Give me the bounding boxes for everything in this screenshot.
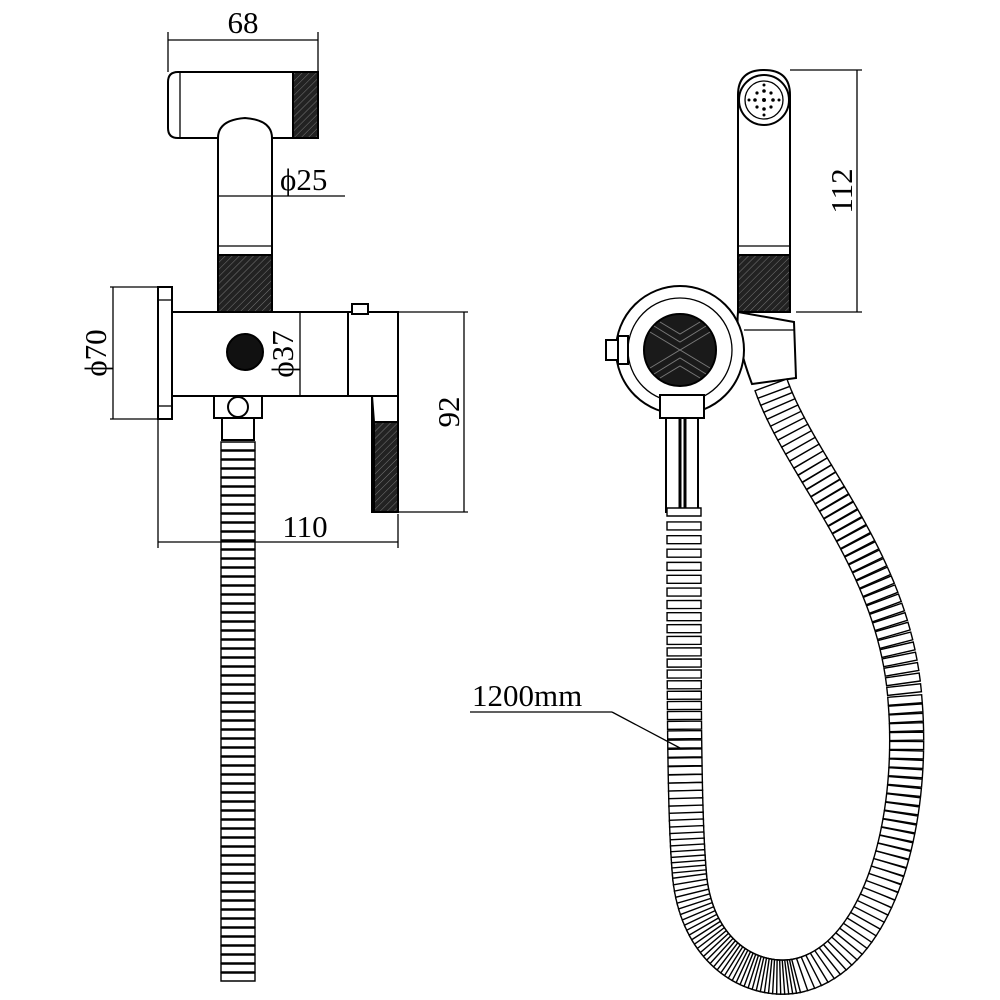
dim-valve-diameter: ϕ37	[265, 330, 300, 377]
hose-connector-side	[213, 395, 263, 441]
hose-connector-front	[659, 394, 705, 513]
spray-nozzle-holes	[747, 83, 781, 117]
dim-top-width: 68	[228, 5, 259, 40]
spray-head-side	[167, 71, 319, 313]
side-view	[157, 71, 399, 982]
dimension-lines	[110, 32, 862, 749]
dim-total-depth: 110	[282, 509, 327, 544]
spray-head-front	[737, 68, 791, 313]
hose-side	[220, 441, 256, 982]
dim-spray-height: 112	[824, 168, 859, 213]
dim-flange-diameter: ϕ70	[78, 329, 113, 376]
valve-body	[171, 303, 399, 513]
wall-flange	[157, 286, 173, 420]
front-view	[605, 68, 925, 995]
dim-hose-length: 1200mm	[472, 678, 582, 713]
dim-valve-height: 92	[431, 397, 466, 428]
valve-front	[605, 285, 745, 415]
dim-stem-diameter: ϕ25	[280, 162, 327, 197]
holder-bracket	[736, 310, 798, 386]
knob-texture	[649, 321, 711, 379]
dimension-labels: 68 ϕ25 ϕ70 ϕ37 92 110 112 1200mm	[78, 5, 859, 713]
hose-front	[666, 378, 925, 995]
